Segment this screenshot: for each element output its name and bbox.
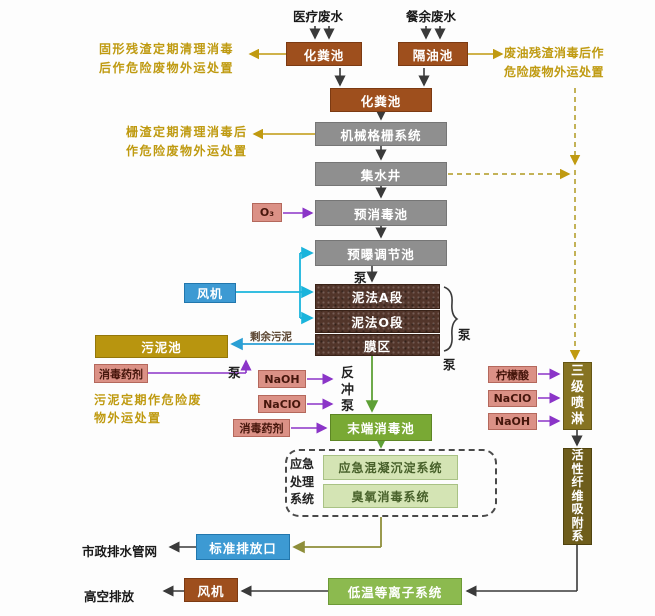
node-septic-tank-2: 化粪池	[330, 88, 432, 112]
annotation-grid-residue-line2: 作危险废物外运处置	[126, 144, 248, 158]
municipal-network-label: 市政排水管网	[82, 544, 158, 559]
chemical-disinfectant-final: 消毒药剂	[233, 419, 290, 437]
annotation-sludge-disposal-line2: 物外运处置	[94, 411, 162, 425]
node-sludge-o-section: 泥法O段	[315, 310, 440, 333]
annotation-grid-residue-line1: 栅渣定期清理消毒后	[126, 125, 248, 139]
node-ozone-disinfection: 臭氧消毒系统	[323, 484, 458, 508]
source-medical-wastewater: 医疗废水	[293, 9, 344, 24]
annotation-waste-oil-line2: 危险废物外运处置	[504, 65, 605, 79]
node-pre-disinfection-tank: 预消毒池	[315, 200, 447, 226]
aeration-arrows	[236, 246, 314, 325]
node-septic-tank-1: 化粪池	[286, 42, 362, 66]
chemical-citric-acid: 柠檬酸	[488, 366, 537, 383]
node-mechanical-grid: 机械格栅系统	[315, 122, 447, 146]
node-collection-well: 集水井	[315, 162, 447, 186]
node-emergency-coagulation: 应急混凝沉淀系统	[323, 455, 458, 480]
node-fan-bottom: 风机	[184, 578, 238, 602]
node-sludge-a-section: 泥法A段	[315, 284, 440, 309]
chemical-naclo-right: NaClO	[488, 390, 537, 407]
chemical-disinfectant-sludge: 消毒药剂	[94, 364, 148, 383]
node-fan-top: 风机	[184, 283, 236, 303]
node-membrane-zone: 膜区	[315, 334, 440, 356]
pump-label-3: 泵	[443, 357, 456, 372]
backwash-pump-label: 反冲泵	[340, 366, 354, 414]
pump-label-4: 泵	[228, 365, 241, 380]
emergency-group-outline	[285, 449, 497, 517]
node-grease-trap: 隔油池	[398, 42, 468, 66]
chemical-naoh-right: NaOH	[488, 413, 537, 430]
node-plasma-system: 低温等离子系统	[328, 578, 462, 605]
node-final-disinfection-tank: 末端消毒池	[330, 414, 432, 441]
node-sludge-tank: 污泥池	[95, 335, 228, 358]
chemical-o3: O₃	[252, 203, 282, 222]
annotation-solid-residue-line2: 后作危险废物外运处置	[99, 61, 235, 75]
node-activated-fiber-adsorption: 活性纤维吸附系	[563, 448, 592, 545]
node-pre-aeration-tank: 预曝调节池	[315, 240, 447, 266]
annotation-sludge-disposal-line1: 污泥定期作危险废	[94, 393, 203, 407]
high-altitude-discharge-label: 高空排放	[84, 589, 135, 604]
pump-bracket	[443, 286, 459, 352]
chemical-naoh-left: NaOH	[258, 370, 306, 388]
source-food-wastewater: 餐余废水	[406, 9, 457, 24]
waste-gas-dashed-lines	[448, 88, 581, 361]
annotation-solid-residue-line1: 固形残渣定期清理消毒	[99, 42, 235, 56]
excess-sludge-label: 剩余污泥	[250, 331, 292, 343]
node-standard-outlet: 标准排放口	[196, 534, 290, 560]
node-three-stage-spray: 三级喷淋	[563, 362, 592, 430]
pump-label-1: 泵	[354, 270, 367, 285]
pump-label-2: 泵	[458, 327, 471, 342]
annotation-waste-oil-line1: 废油残渣消毒后作	[504, 46, 605, 60]
emergency-group-label: 应急处理系统	[289, 457, 314, 506]
chemical-naclo-left: NaClO	[258, 395, 306, 413]
discharge-arrows	[292, 517, 382, 554]
